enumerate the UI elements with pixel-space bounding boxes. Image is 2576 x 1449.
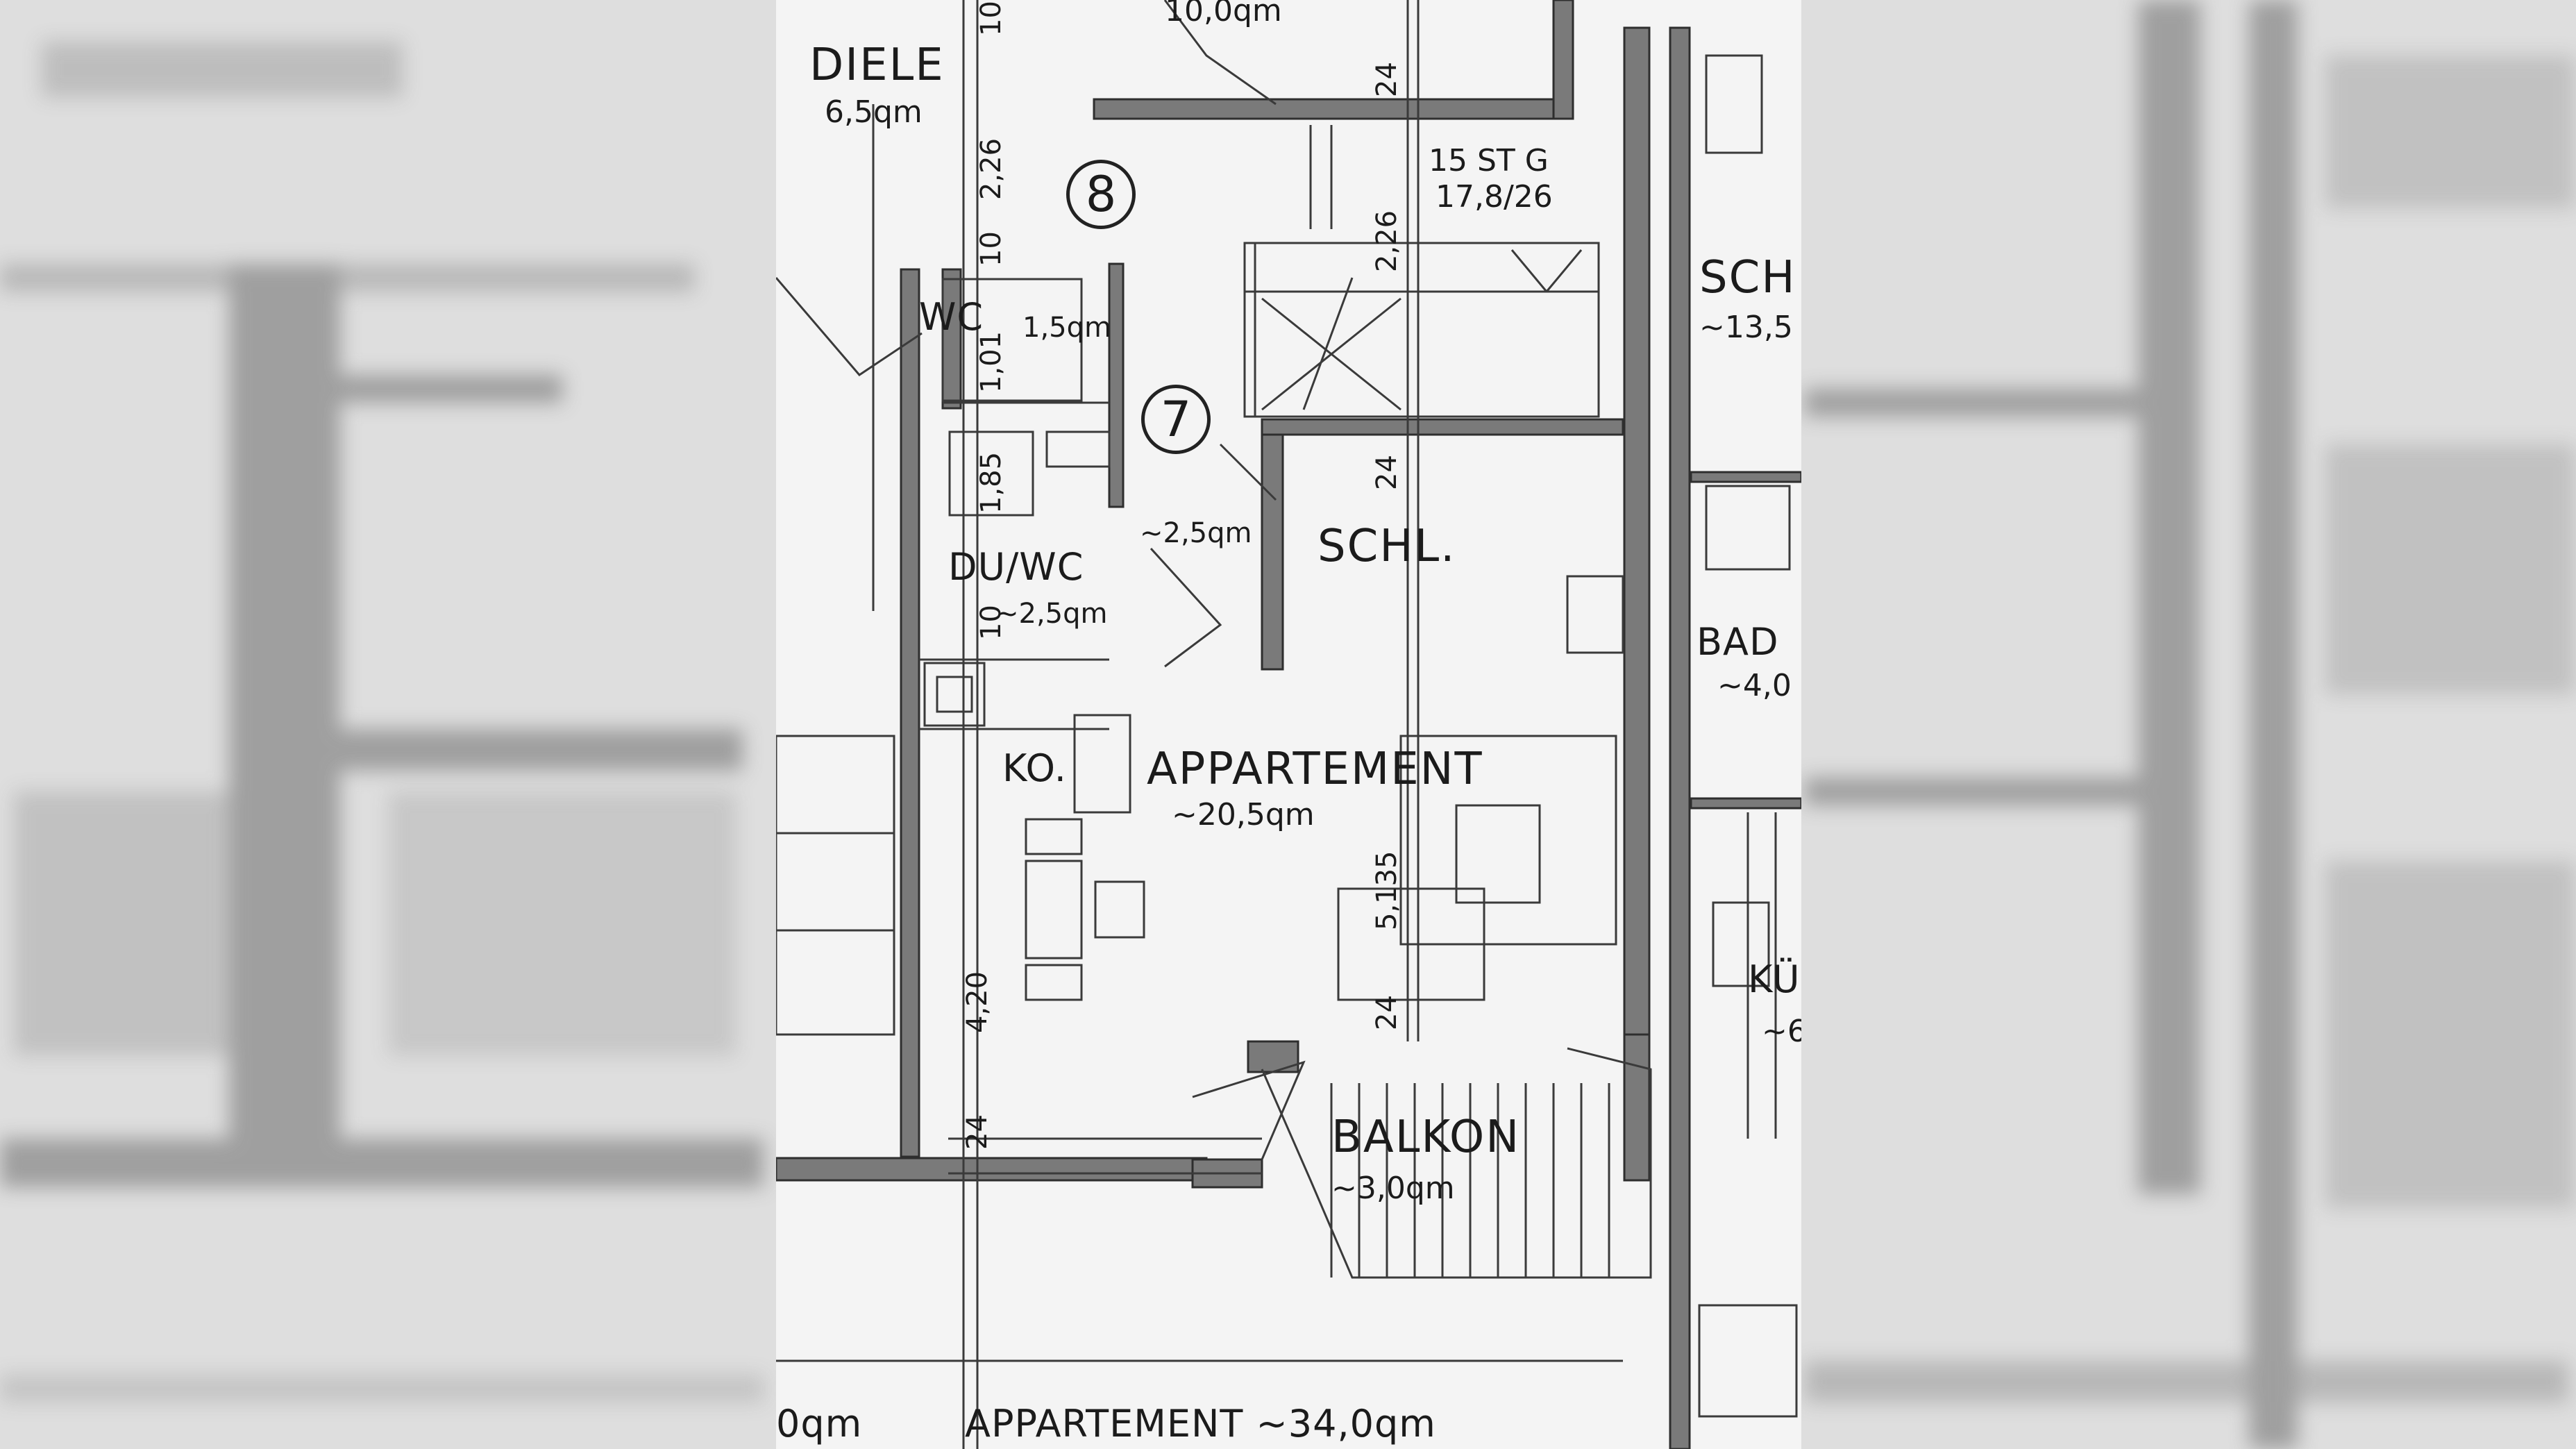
dimension-1-01: 1,01 [975,330,1007,393]
room-label-balkon: BALKON [1331,1112,1521,1163]
room-area-top: 10,0qm [1165,0,1282,28]
floor-plan-drawing [776,0,1801,1449]
footer-fragment: 0qm [776,1402,863,1446]
room-marker-8: 8 [1066,160,1136,229]
dimension-24-schl: 24 [1371,455,1403,490]
room-area-right-sch: ~13,5 [1699,310,1793,345]
room-label-ko: KO. [1002,746,1067,790]
room-label-diele: DIELE [809,40,945,91]
dimension-1-85: 1,85 [975,451,1007,514]
dimension-24-low: 24 [1371,995,1403,1030]
dimension-24-top: 24 [1371,62,1403,97]
dimension-10-du: 10 [975,605,1007,640]
room-marker-7: 7 [1141,385,1211,454]
room-area-right-bad: ~4,0 [1717,668,1792,703]
room-label-du-wc: DU/WC [948,545,1084,589]
room-area-balkon: ~3,0qm [1331,1171,1455,1206]
room-area-hall: ~2,5qm [1140,517,1252,549]
room-area-diele: 6,5qm [825,94,923,130]
floor-plan-panel: 8 7 DIELE 6,5qm 10,0qm WC 1,5qm 15 ST G … [776,0,1801,1449]
stair-ratio: 17,8/26 [1436,179,1553,215]
dimension-10-top: 10 [975,1,1007,36]
room-marker-7-label: 7 [1160,391,1192,448]
room-area-du-wc: ~2,5qm [995,598,1108,630]
room-label-right-ku: KÜ [1748,957,1801,1001]
room-label-schl: SCHL. [1318,521,1456,572]
stair-label: 15 ST G [1429,143,1549,178]
room-label-right-sch: SCH [1699,252,1796,303]
footer-caption: APPARTEMENT ~34,0qm [965,1402,1436,1446]
dimension-5-135: 5,135 [1371,851,1403,930]
dimension-2-26: 2,26 [975,137,1007,200]
dimension-4-20: 4,20 [961,971,993,1033]
room-marker-8-label: 8 [1085,166,1117,223]
dimension-24-bottom: 24 [961,1114,993,1150]
room-area-wc: 1,5qm [1022,312,1111,344]
dimension-10-mid: 10 [975,231,1007,267]
room-label-wc: WC [919,295,984,339]
room-label-right-bad: BAD [1697,620,1779,664]
room-label-appartement: APPARTEMENT [1147,744,1483,795]
room-area-right-ku: ~6 [1762,1014,1801,1049]
dimension-2-26-b: 2,26 [1371,210,1403,272]
room-area-appartement: ~20,5qm [1172,797,1315,832]
